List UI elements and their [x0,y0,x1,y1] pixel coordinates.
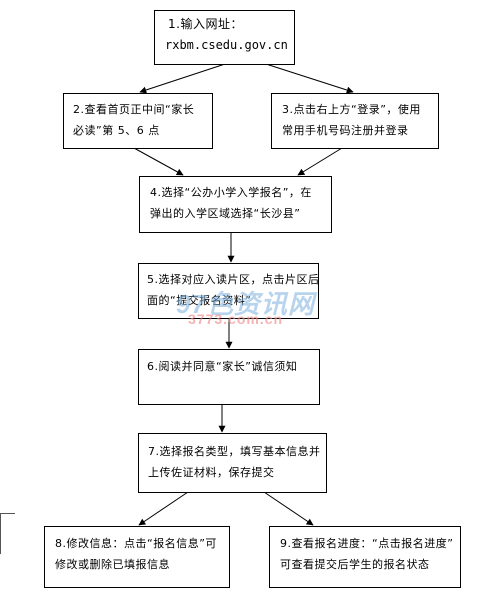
watermark-logo-text: 97色资讯网 [176,289,315,319]
arrow-1-to-2 [139,63,226,94]
step-4-box [139,176,332,233]
step-2-line-2: 必读”第 5、6 点 [73,124,160,137]
step-8-box [44,526,230,588]
step-7-line-2: 上传佐证材料，保存提交 [148,466,275,479]
step-8-line-1: 8.修改信息：点击“报名信息”可 [55,537,217,550]
step-7-box [138,433,327,493]
step-8-line-2: 修改或删除已填报信息 [55,558,170,571]
step-6-line-1: 6.阅读并同意“家长”诚信须知 [147,360,298,373]
step-9-line-2: 可查看提交后学生的报名状态 [280,558,430,571]
arrow-3-to-4 [297,147,343,176]
step-4-line-2: 弹出的入学区域选择“长沙县” [150,207,301,220]
arrow-7-to-9 [263,491,314,526]
step-9-line-1: 9.查看报名进度：“点击报名进度” [280,537,454,550]
arrow-7-to-8 [138,491,189,526]
step-6-box [138,349,320,405]
step-3-line-1: 3.点击右上方“登录”，使用 [282,103,421,116]
step-5-line-1: 5.选择对应入读片区，点击片区后 [147,273,320,286]
step-9-box [269,526,461,588]
step-2-box [63,93,213,149]
step-5-box [138,263,319,319]
step-1-line-1: 1.输入网址： [168,17,243,31]
corner-mark [0,513,15,554]
step-3-line-2: 常用手机号码注册并登录 [282,124,409,137]
arrow-1-to-3 [265,63,354,94]
step-2-line-1: 2.查看首页正中间“家长 [73,103,195,116]
step-1-url: rxbm.csedu.gov.cn [165,38,288,52]
step-7-line-1: 7.选择报名类型，填写基本信息并 [148,445,321,458]
arrow-2-to-4 [133,147,184,176]
step-5-line-2: 面的“提交报名资料” [147,294,252,307]
watermark-url: 3773.com.cn [188,311,284,327]
watermark: 97色资讯网 3773.com.cn [168,284,328,332]
step-4-line-1: 4.选择“公办小学入学报名”，在 [150,186,312,199]
step-1-box [154,10,295,65]
step-3-box [271,93,439,149]
